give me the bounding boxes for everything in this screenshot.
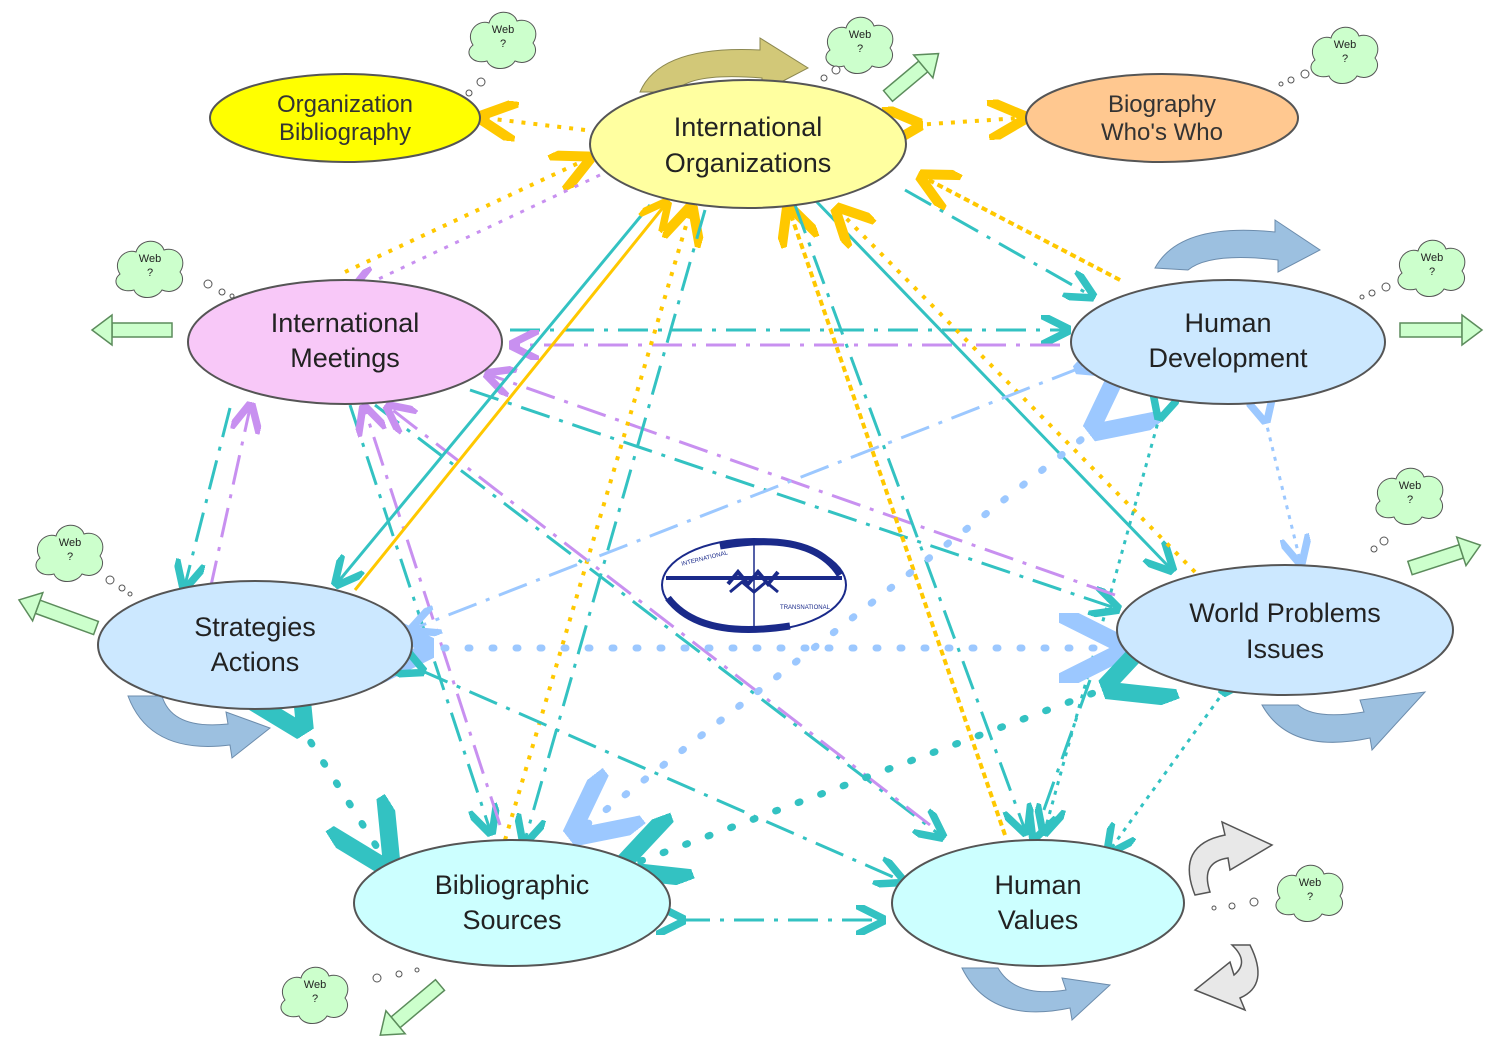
logo-bottom-text: TRANSNATIONAL: [780, 605, 831, 611]
node-label-line2: Development: [1148, 343, 1308, 373]
node-label-line1: Human: [1184, 308, 1271, 338]
web-cloud-label: Web: [304, 979, 326, 991]
cycle-arrow-values-loop-bottom: [1193, 944, 1259, 1012]
node-label-line1: Strategies: [194, 612, 316, 642]
node-human-development[interactable]: Human Development: [1070, 279, 1386, 405]
web-cloud-label: Web: [1399, 480, 1421, 492]
web-cloud-humandev: Web ?: [1359, 239, 1466, 300]
outward-arrow-worldprob: [1406, 535, 1482, 576]
web-cloud-label: Web: [1299, 877, 1321, 889]
web-cloud-biblio: Web ?: [280, 966, 420, 1024]
web-cloud-label: Web: [59, 537, 81, 549]
node-label-line2: Values: [998, 905, 1079, 935]
connector-worldprob-biblio-teal: [630, 685, 1115, 865]
cycle-arrow-intorg: [639, 37, 810, 93]
web-cloud-question: ?: [147, 267, 153, 279]
web-cloud-question: ?: [500, 38, 506, 50]
web-cloud-question: ?: [1342, 53, 1348, 65]
web-cloud-orgbib: Web ?: [458, 11, 537, 104]
connector-intorg-biography: [915, 118, 1020, 125]
connector-humandev-biblio-sky: [580, 425, 1100, 830]
web-cloud-label: Web: [492, 24, 514, 36]
node-strategies-actions[interactable]: Strategies Actions: [97, 580, 413, 710]
connector-intorg-humandev-teal: [904, 188, 1090, 295]
connector-humandev-worldprob-sky: [1265, 418, 1300, 560]
outward-arrow-meetings: [90, 313, 173, 347]
node-label-line2: Bibliography: [279, 119, 411, 146]
node-biography[interactable]: Biography Who's Who: [1025, 73, 1299, 163]
cycle-arrows: [127, 37, 1427, 1021]
node-label-line2: Meetings: [290, 343, 400, 373]
outward-arrow-strategies: [17, 591, 100, 636]
connector-values-meetings-lilac: [390, 408, 931, 827]
web-cloud-label: Web: [1334, 39, 1356, 51]
connector-intorg-orgbib: [485, 118, 586, 130]
node-label-line2: Issues: [1246, 634, 1324, 664]
outward-arrow-intorg: [882, 52, 940, 103]
web-cloud-biography: Web ?: [1278, 26, 1379, 87]
cycle-arrow-strategies: [127, 695, 272, 759]
node-label-line2: Actions: [211, 647, 300, 677]
node-label-line1: Biography: [1108, 91, 1216, 118]
node-human-values[interactable]: Human Values: [891, 839, 1185, 967]
connections: [185, 118, 1300, 920]
web-cloud-intorg: Web ?: [820, 16, 894, 82]
node-label-line1: International: [674, 112, 823, 142]
web-cloud-label: Web: [849, 29, 871, 41]
node-label-line1: International: [271, 308, 420, 338]
web-clouds: Web ? Web ? Web ? Web ?: [35, 11, 1466, 1024]
connector-intorg-meetings-lilac: [355, 173, 601, 290]
cycle-arrow-values-loop-top: [1188, 820, 1274, 896]
web-cloud-question: ?: [1407, 494, 1413, 506]
web-cloud-question: ?: [1429, 266, 1435, 278]
connector-strategies-biblio-teal: [298, 722, 385, 860]
web-cloud-question: ?: [1307, 891, 1313, 903]
connector-worldprob-values-teal-2: [1035, 679, 1092, 835]
node-bibliographic-sources[interactable]: Bibliographic Sources: [353, 839, 671, 967]
connector-intorg-biblio-teal: [525, 209, 707, 840]
node-label-line1: World Problems: [1189, 598, 1381, 628]
connector-meetings-strategies-teal: [185, 407, 232, 585]
connector-humandev-intorg-gold: [925, 178, 1121, 282]
cycle-arrow-worldprob: [1261, 691, 1427, 752]
connector-worldprob-values-teal: [1110, 690, 1225, 850]
node-label-line1: Human: [994, 870, 1081, 900]
web-cloud-question: ?: [857, 43, 863, 55]
web-cloud-meetings: Web ?: [115, 240, 235, 299]
connector-meetings-intorg-gold: [344, 160, 585, 274]
cycle-arrow-values: [961, 967, 1112, 1021]
cycle-arrow-humandev: [1154, 219, 1321, 273]
node-label-line1: Bibliographic: [435, 870, 590, 900]
node-label-line2: Who's Who: [1101, 119, 1223, 146]
node-international-meetings[interactable]: International Meetings: [187, 279, 503, 405]
web-cloud-question: ?: [312, 993, 318, 1005]
web-cloud-question: ?: [67, 551, 73, 563]
connector-humandev-values-teal: [1045, 415, 1160, 830]
node-organization-bibliography[interactable]: Organization Bibliography: [209, 73, 481, 163]
node-label-line2: Sources: [462, 905, 561, 935]
web-cloud-label: Web: [1421, 252, 1443, 264]
block-arrows: [17, 52, 1484, 1036]
web-cloud-worldprob: Web ?: [1370, 467, 1444, 553]
outward-arrow-humandev: [1399, 313, 1484, 347]
web-cloud-label: Web: [139, 253, 161, 265]
center-logo: INTERNATIONAL TRANSNATIONAL: [661, 538, 847, 633]
connector-biblio-intorg-gold: [503, 212, 690, 841]
web-cloud-strategies: Web ?: [35, 524, 133, 597]
node-world-problems-issues[interactable]: World Problems Issues: [1116, 564, 1454, 696]
node-label-line1: Organization: [277, 91, 413, 118]
node-label-line2: Organizations: [665, 148, 832, 178]
connector-strategies-meetings-lilac: [208, 408, 250, 591]
web-cloud-values: Web ?: [1211, 864, 1344, 922]
outward-arrow-biblio: [379, 978, 446, 1036]
node-international-organizations[interactable]: International Organizations: [589, 79, 907, 209]
